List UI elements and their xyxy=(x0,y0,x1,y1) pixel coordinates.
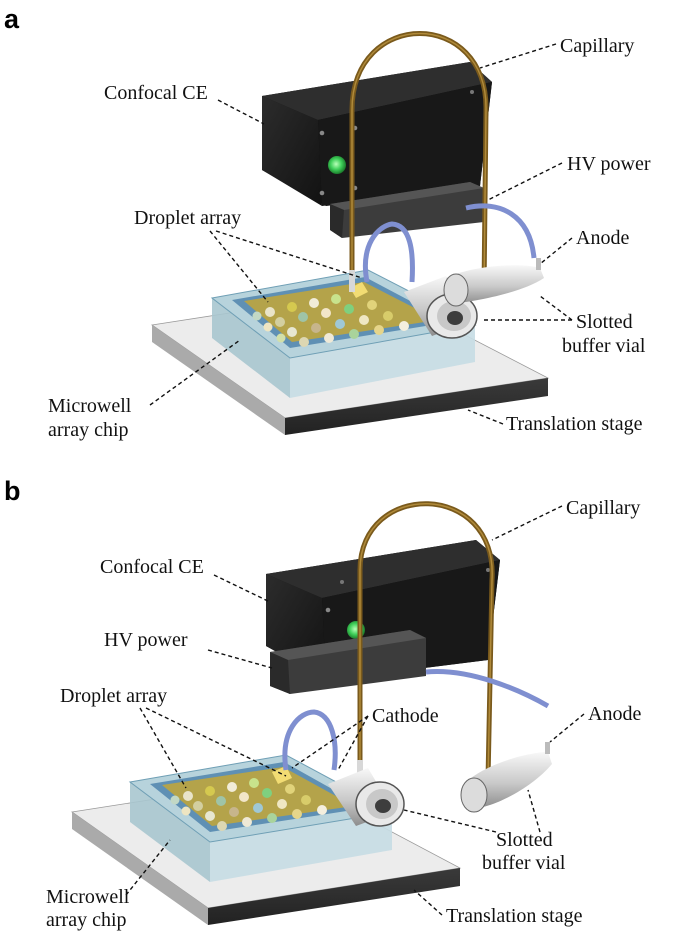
label-confocal-b: Confocal CE xyxy=(100,556,204,578)
tube-b-right xyxy=(425,669,550,709)
label-hv-power-a: HV power xyxy=(567,153,651,175)
label-droplet-array-b: Droplet array xyxy=(60,685,167,707)
panel-a: a xyxy=(4,4,651,441)
label-translation-b: Translation stage xyxy=(446,905,583,927)
label-slotted-a-line1: Slotted xyxy=(576,311,633,333)
tube-b-left xyxy=(282,709,338,771)
label-droplet-array-a: Droplet array xyxy=(134,207,241,229)
label-slotted-b-line1: Slotted xyxy=(496,829,553,851)
panel-a-letter: a xyxy=(4,4,20,34)
label-anode-a: Anode xyxy=(576,227,629,249)
anode-vial-a xyxy=(443,258,544,307)
label-translation-a: Translation stage xyxy=(506,413,643,435)
leader-lines-b xyxy=(125,505,585,916)
label-slotted-b-line2: buffer vial xyxy=(482,852,566,874)
microwell-chip-b xyxy=(128,754,394,882)
label-anode-b: Anode xyxy=(588,703,641,725)
hv-power-box-b xyxy=(270,630,426,694)
droplets-b xyxy=(170,778,327,831)
hv-power-box-a xyxy=(330,182,484,238)
label-slotted-a-line2: buffer vial xyxy=(562,335,646,357)
detector-led-a xyxy=(328,156,346,174)
label-microwell-a-line1: Microwell xyxy=(48,395,132,417)
label-microwell-a-line2: array chip xyxy=(48,419,129,441)
microwell-chip-a xyxy=(210,269,477,398)
label-hv-power-b: HV power xyxy=(104,629,188,651)
label-capillary-b: Capillary xyxy=(566,497,640,519)
tube-a-left xyxy=(363,221,415,283)
tube-a-right xyxy=(465,203,537,259)
panel-b: b xyxy=(4,476,641,931)
label-microwell-b-line2: array chip xyxy=(46,909,127,931)
droplets-a xyxy=(252,294,409,347)
anode-vial-b xyxy=(460,742,552,813)
confocal-box-a xyxy=(262,62,492,206)
label-cathode-b: Cathode xyxy=(372,705,439,727)
panel-b-letter: b xyxy=(4,476,21,506)
slotted-vial-b xyxy=(328,768,405,827)
label-capillary-a: Capillary xyxy=(560,35,634,57)
leader-lines-a xyxy=(149,43,573,425)
label-microwell-b-line1: Microwell xyxy=(46,886,130,908)
label-confocal-a: Confocal CE xyxy=(104,82,208,104)
